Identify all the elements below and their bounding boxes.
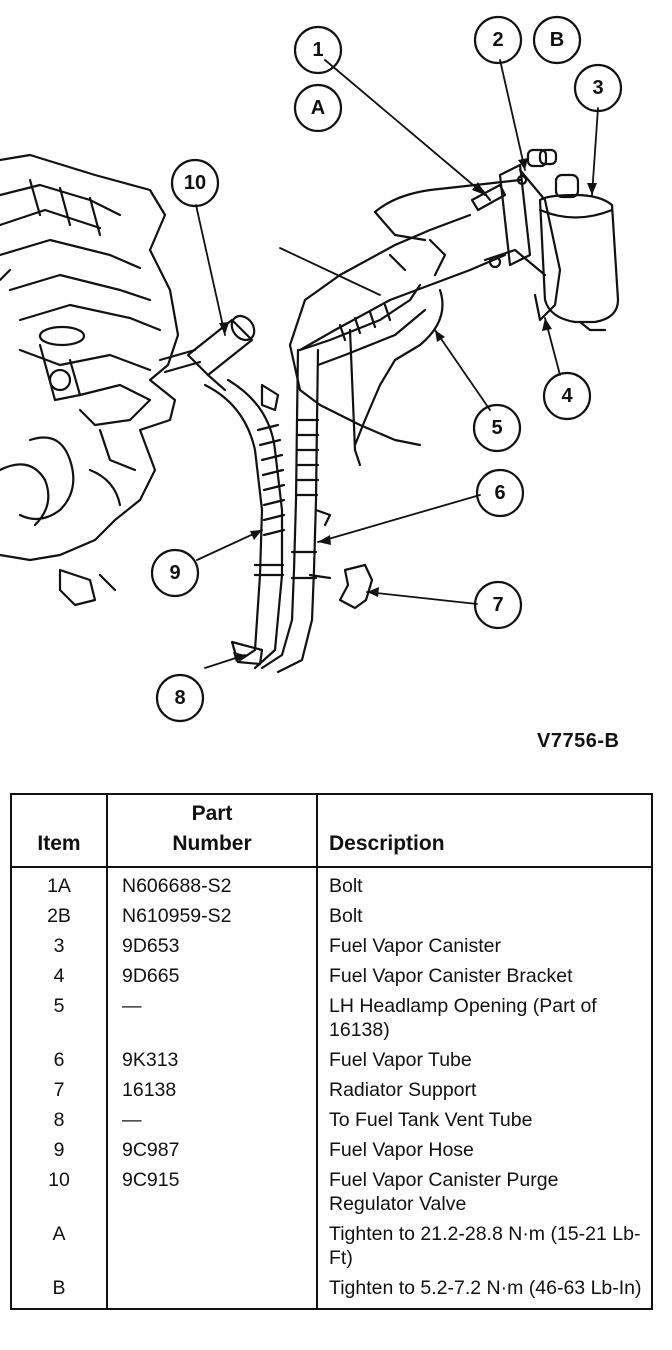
cell-part-number <box>107 1275 318 1309</box>
cell-description: Fuel Vapor Canister Bracket <box>329 964 573 987</box>
cell-description: Fuel Vapor Tube <box>329 1048 472 1071</box>
cell-item: 1A <box>11 866 108 904</box>
cell-description: LH Headlamp Opening (Part of 16138) <box>329 994 597 1041</box>
cell-part-number <box>107 1221 318 1276</box>
cell-part-number: 9C987 <box>107 1137 318 1168</box>
cell-description: Fuel Vapor Canister Purge Regulator Valv… <box>329 1168 559 1215</box>
callout-circle-10 <box>170 158 220 208</box>
header-part-line2: Number <box>172 832 252 856</box>
cell-part-number: 9D665 <box>107 963 318 994</box>
cell-description: Tighten to 5.2-7.2 N·m (46-63 Lb-In) <box>329 1276 642 1299</box>
cell-item: 2B <box>11 903 108 934</box>
cell-part-number: 9D653 <box>107 933 318 964</box>
cell-item: 6 <box>11 1047 108 1078</box>
cell-description: Fuel Vapor Canister <box>329 934 501 957</box>
cell-part-number: 9K313 <box>107 1047 318 1078</box>
cell-item: 10 <box>11 1167 108 1222</box>
cell-item: 9 <box>11 1137 108 1168</box>
callout-label-b: B <box>550 29 564 51</box>
callout-circle-4 <box>542 371 592 421</box>
cell-item: 5 <box>11 993 108 1048</box>
callout-circle-9 <box>150 548 200 598</box>
callout-circle-b <box>532 15 582 65</box>
callout-label-7: 7 <box>492 594 503 616</box>
callout-label-a: A <box>311 97 325 119</box>
purge-valve-illustration <box>158 314 256 392</box>
callout-label-10: 10 <box>184 172 206 194</box>
callout-circle-2 <box>473 15 523 65</box>
hose-9-illustration <box>203 378 286 670</box>
table-row: A Tighten to 21.2-28.8 N·m (15-21 Lb-Ft) <box>11 1221 652 1276</box>
cell-item: A <box>11 1221 108 1276</box>
cell-description: Tighten to 21.2-28.8 N·m (15-21 Lb-Ft) <box>329 1222 641 1269</box>
cell-description: Bolt <box>329 874 363 897</box>
figure-id: V7756-B <box>537 730 620 752</box>
cell-description: Radiator Support <box>329 1078 477 1101</box>
header-part-line1: Part <box>191 802 233 825</box>
cell-item: 3 <box>11 933 108 964</box>
callout-label-4: 4 <box>561 385 573 407</box>
callout-label-3: 3 <box>592 77 603 99</box>
cell-description: To Fuel Tank Vent Tube <box>329 1108 533 1131</box>
cell-item: B <box>11 1275 108 1309</box>
callout-circle-5 <box>472 403 522 453</box>
callout-leaders <box>195 59 599 669</box>
tube-6-illustration <box>260 283 427 674</box>
table-row: B Tighten to 5.2-7.2 N·m (46-63 Lb-In) <box>11 1275 652 1309</box>
table-row: 8— To Fuel Tank Vent Tube <box>11 1107 652 1138</box>
header-item: Item <box>11 794 108 868</box>
engine-illustration <box>0 153 180 607</box>
canister-illustration <box>526 148 620 332</box>
cell-part-number: N610959-S2 <box>107 903 318 934</box>
cell-part-number: 9C915 <box>107 1167 318 1222</box>
cell-item: 4 <box>11 963 108 994</box>
callout-label-9: 9 <box>169 562 180 584</box>
cell-part-number: — <box>107 993 318 1048</box>
table-row: 5—LH Headlamp Opening (Part of 16138) <box>11 993 652 1048</box>
callout-circle-6 <box>475 468 525 518</box>
callout-circle-1 <box>293 25 343 75</box>
callout-label-6: 6 <box>494 482 505 504</box>
radiator-support-illustration <box>288 178 522 467</box>
callout-circle-7 <box>473 580 523 630</box>
callout-label-5: 5 <box>491 417 502 439</box>
cell-description: Bolt <box>329 904 363 927</box>
cell-item: 8 <box>11 1107 108 1138</box>
callout-circle-3 <box>573 63 623 113</box>
header-description: Description <box>317 794 652 868</box>
callout-label-8: 8 <box>174 687 185 709</box>
callout-circles <box>150 15 623 723</box>
callout-circle-8 <box>155 673 205 723</box>
callout-label-1: 1 <box>312 39 323 61</box>
radiator-bracket-7-illustration <box>308 563 374 610</box>
callout-circle-a <box>293 83 343 133</box>
canister-bracket-illustration <box>483 163 562 322</box>
cell-part-number: 16138 <box>107 1077 318 1108</box>
cell-description: Fuel Vapor Hose <box>329 1138 474 1161</box>
cell-part-number: N606688-S2 <box>107 866 318 904</box>
fuel-vapor-system-diagram: 1 2 B 3 A 10 4 5 6 7 9 8 <box>0 15 623 723</box>
callout-label-2: 2 <box>492 29 503 51</box>
cell-item: 7 <box>11 1077 108 1108</box>
cell-part-number: — <box>107 1107 318 1138</box>
